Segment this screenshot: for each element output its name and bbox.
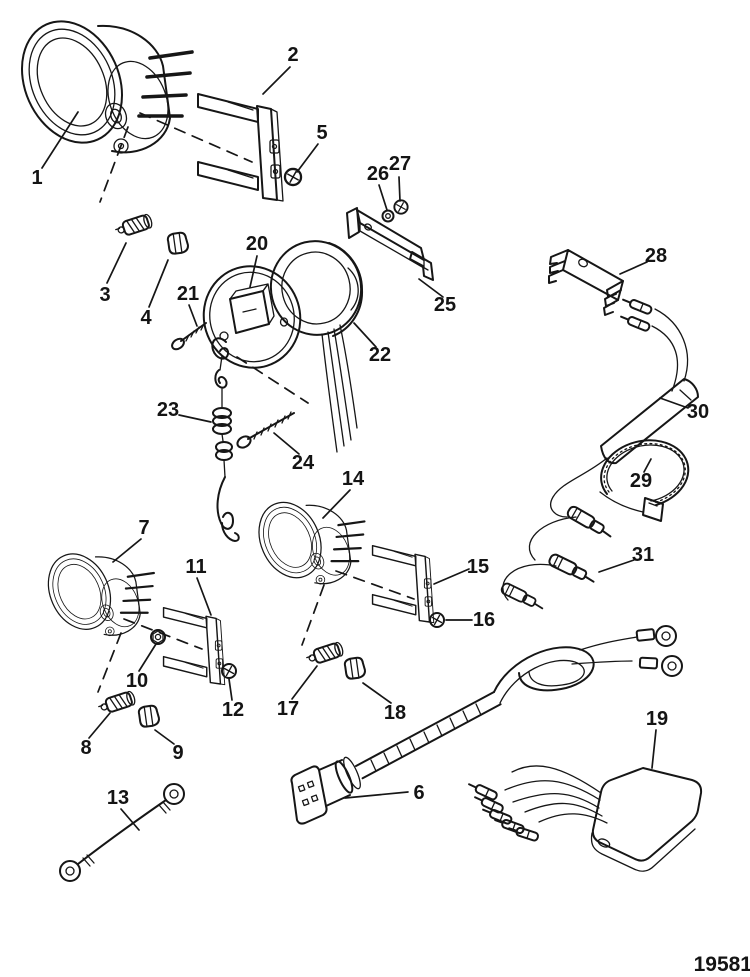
callout-27: 27 [389, 153, 411, 175]
part-14-gauge [246, 491, 366, 589]
callout-4: 4 [140, 307, 152, 329]
part-23-lanyard [211, 337, 240, 542]
part-4-lamp-bulb [166, 230, 190, 256]
part-22-bezel-ring [269, 240, 364, 453]
callout-2: 2 [287, 44, 298, 66]
callout-13: 13 [107, 787, 129, 809]
callout-labels: 1 2 3 4 5 6 7 8 9 10 11 12 13 14 15 16 1… [31, 44, 709, 809]
callout-24: 24 [292, 452, 315, 474]
callout-20: 20 [246, 233, 268, 255]
callout-29: 29 [630, 470, 652, 492]
callout-1: 1 [31, 167, 42, 189]
callout-19: 19 [646, 708, 668, 730]
part-13-jumper-wire [59, 783, 185, 882]
part-1-gauge [1, 3, 194, 161]
part-18-lamp-bulb [343, 655, 367, 681]
part-10-nut [150, 629, 166, 645]
callout-5: 5 [316, 122, 327, 144]
callout-14: 14 [342, 468, 365, 490]
callout-22: 22 [369, 344, 391, 366]
part-28-ground-bracket [548, 249, 624, 316]
callout-3: 3 [99, 284, 110, 306]
callout-31: 31 [632, 544, 654, 566]
part-20-bezel-plate [202, 265, 302, 369]
part-16-nut [429, 612, 445, 628]
callout-15: 15 [467, 556, 489, 578]
callout-12: 12 [222, 699, 244, 721]
part-21-screw [171, 322, 207, 351]
callout-16: 16 [473, 609, 495, 631]
callout-leader-lines [41, 66, 689, 831]
callout-25: 25 [434, 294, 456, 316]
alignment-dashed-lines [97, 112, 415, 693]
callout-26: 26 [367, 163, 389, 185]
callout-18: 18 [384, 702, 406, 724]
part-24-screw [236, 411, 295, 449]
part-3-lamp-socket [113, 212, 155, 240]
callout-17: 17 [277, 698, 299, 720]
part-8-lamp-socket [96, 689, 138, 717]
part-9-lamp-bulb [137, 703, 161, 729]
part-5-nut [283, 167, 303, 187]
part-15-bracket [371, 544, 435, 624]
figure-number: 19581 [694, 953, 750, 976]
part-19-module [466, 765, 703, 872]
part-26-washer [381, 209, 395, 223]
part-7-gauge [35, 542, 155, 641]
callout-11: 11 [185, 556, 206, 578]
part-25-bracket [346, 207, 434, 281]
part-31-bullet-connectors [499, 504, 616, 613]
callout-30: 30 [687, 401, 709, 423]
part-6-harness-connector [290, 625, 683, 825]
part-30-wire-assembly [550, 295, 699, 518]
callout-28: 28 [645, 245, 667, 267]
callout-6: 6 [413, 782, 424, 804]
callout-8: 8 [80, 737, 91, 759]
callout-10: 10 [126, 670, 148, 692]
part-27-screw [393, 199, 409, 215]
callout-7: 7 [138, 517, 149, 539]
part-29-tie-strap [599, 439, 690, 522]
part-2-bracket [197, 93, 284, 202]
part-17-lamp-socket [304, 640, 346, 668]
callout-23: 23 [157, 399, 179, 421]
callout-9: 9 [172, 742, 183, 764]
callout-21: 21 [177, 283, 199, 305]
